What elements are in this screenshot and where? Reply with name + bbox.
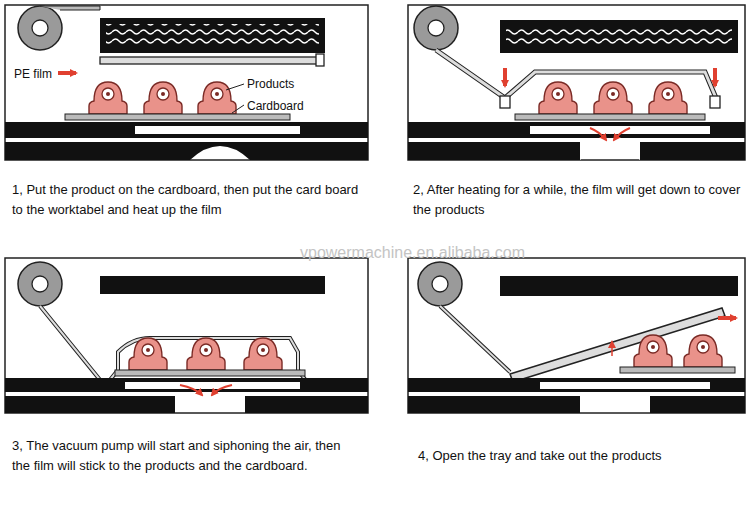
drawing-rect xyxy=(100,276,325,294)
drawing-line xyxy=(232,105,244,113)
drawing-rect xyxy=(125,382,300,389)
part-label: PE film xyxy=(14,64,52,84)
drawing-line xyxy=(611,342,613,356)
drawing-path xyxy=(408,378,745,392)
drawing-circle xyxy=(18,262,62,306)
drawing-rect xyxy=(135,126,300,134)
drawing-rect xyxy=(500,96,510,108)
drawing-rect xyxy=(100,57,322,64)
panel-2 xyxy=(408,5,745,160)
drawing-rect xyxy=(506,26,732,47)
part-label: Cardboard xyxy=(247,96,304,116)
panel-1 xyxy=(5,5,368,160)
drawing-rect xyxy=(408,122,745,138)
drawing-rect xyxy=(106,24,319,47)
drawing-path xyxy=(408,142,745,160)
drawing-use xyxy=(634,335,672,367)
drawing-use xyxy=(594,82,632,114)
drawing-rect xyxy=(620,367,735,373)
drawing-rect xyxy=(5,258,368,413)
drawing-rect xyxy=(316,54,324,66)
drawing-use xyxy=(244,338,282,370)
drawing-circle xyxy=(418,262,462,306)
drawing-circle xyxy=(414,6,458,50)
drawing-path xyxy=(40,306,310,386)
drawing-use xyxy=(129,338,167,370)
part-label: Products xyxy=(247,74,294,94)
drawing-rect xyxy=(710,96,720,108)
drawing-rect xyxy=(100,18,325,53)
drawing-rect xyxy=(500,20,738,53)
drawing-use xyxy=(539,82,577,114)
drawing-use xyxy=(198,82,236,114)
drawing-circle xyxy=(32,20,48,36)
drawing-line xyxy=(226,84,244,90)
drawing-circle xyxy=(432,276,448,292)
drawing-path xyxy=(5,142,368,160)
drawing-circle xyxy=(18,6,62,50)
drawing-path xyxy=(408,142,745,160)
drawing-path xyxy=(40,6,100,10)
drawing-rect xyxy=(408,5,745,160)
drawing-rect xyxy=(5,5,368,160)
panel-3 xyxy=(5,258,368,413)
drawing-use xyxy=(684,335,722,367)
drawing-rect xyxy=(515,114,705,120)
drawing-line xyxy=(503,68,507,86)
drawing-line xyxy=(713,68,717,86)
drawing-path xyxy=(590,128,606,140)
drawing-path xyxy=(40,306,310,386)
drawing-rect xyxy=(5,378,368,392)
drawing-rect xyxy=(540,382,710,389)
step-caption: 3, The vacuum pump will start and siphon… xyxy=(12,436,357,476)
drawing-path xyxy=(212,385,232,395)
drawing-rect xyxy=(5,122,368,138)
drawing-use xyxy=(187,338,225,370)
drawing-line xyxy=(718,316,736,320)
drawing-circle xyxy=(32,276,48,292)
drawing-line xyxy=(58,71,76,75)
watermark: vpowermachine.en.alibaba.com xyxy=(300,243,525,263)
drawing-path xyxy=(440,306,510,372)
drawing-path xyxy=(440,306,510,372)
drawing-use xyxy=(89,82,127,114)
step-caption: 1, Put the product on the cardboard, the… xyxy=(12,180,367,220)
drawing-rect xyxy=(408,258,745,413)
drawing-circle xyxy=(428,20,444,36)
drawing-path xyxy=(5,396,368,413)
drawing-path xyxy=(180,385,202,395)
step-caption: 2, After heating for a while, the film w… xyxy=(413,180,745,220)
panel-4 xyxy=(408,258,745,413)
drawing-path xyxy=(614,128,630,140)
drawing-use xyxy=(144,82,182,114)
drawing-rect xyxy=(115,370,305,376)
drawing-use xyxy=(649,82,687,114)
drawing-rect xyxy=(65,114,290,120)
drawing-rect xyxy=(500,276,738,296)
step-caption: 4, Open the tray and take out the produc… xyxy=(418,446,743,466)
drawing-path xyxy=(408,396,745,413)
